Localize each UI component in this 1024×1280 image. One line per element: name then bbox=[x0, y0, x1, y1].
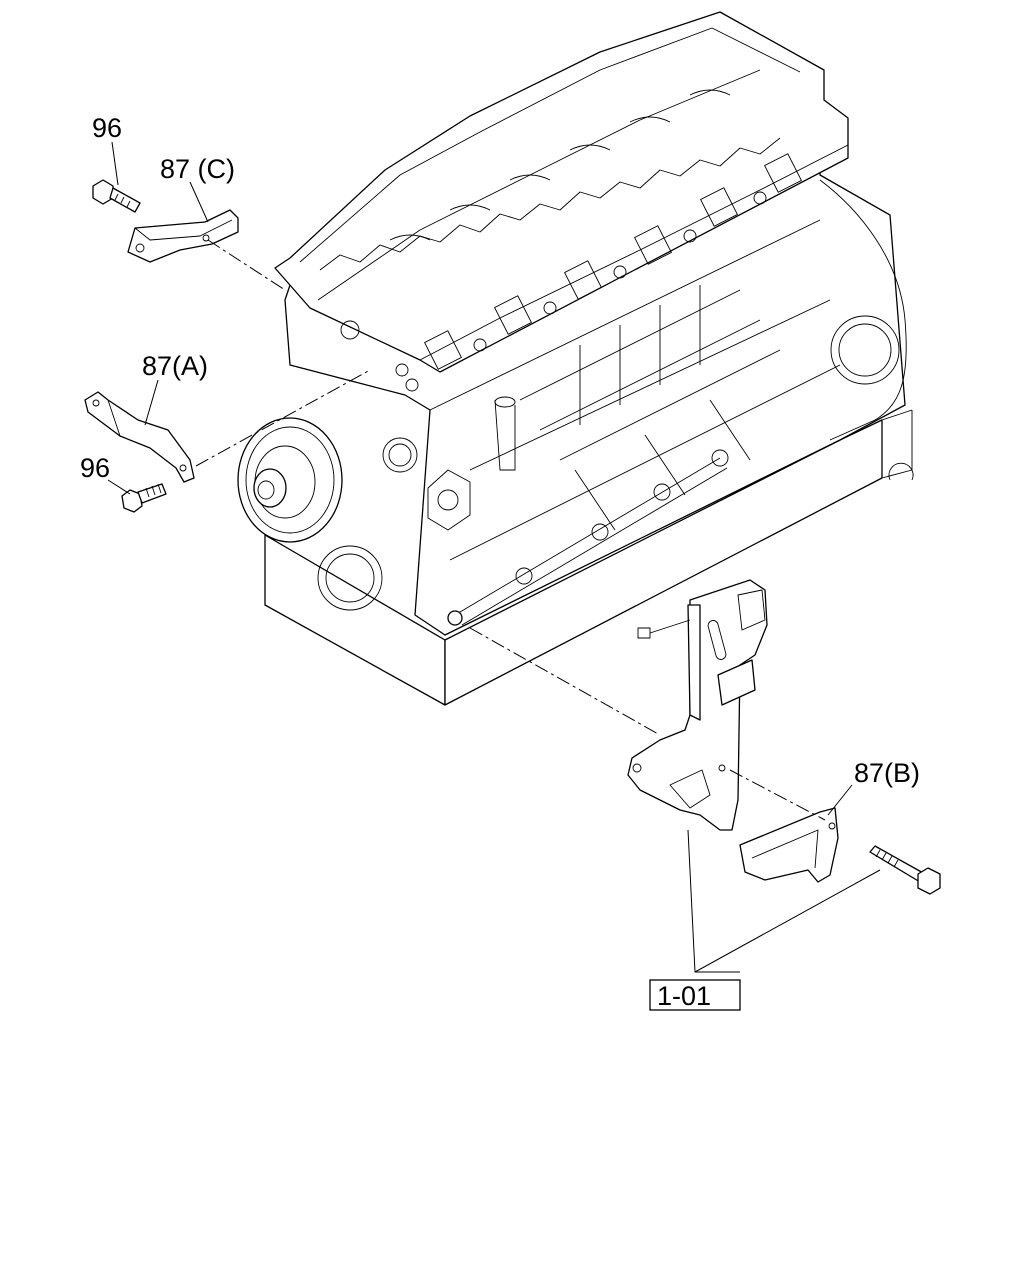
leader-87b-to-bracket bbox=[729, 769, 826, 821]
bolt-96-lower bbox=[121, 483, 167, 513]
bracket-87a bbox=[84, 391, 195, 483]
cylinder-head bbox=[274, 11, 849, 392]
main-bracket bbox=[469, 579, 768, 831]
reference-box-label: 1-01 bbox=[657, 981, 711, 1011]
callout-87a: 87(A) bbox=[142, 351, 208, 381]
leader-87c-to-head bbox=[207, 239, 286, 291]
bracket-87a-assembly bbox=[84, 369, 371, 513]
callout-87c: 87 (C) bbox=[160, 154, 235, 184]
reference-box bbox=[649, 979, 741, 1011]
crank-pulley bbox=[237, 417, 343, 543]
bolt-96-upper bbox=[92, 179, 141, 213]
callout-87b: 87(B) bbox=[854, 758, 920, 788]
bracket-87c-assembly bbox=[92, 179, 286, 291]
bracket-87b-assembly bbox=[729, 769, 941, 895]
leader-87a-to-block bbox=[195, 369, 371, 467]
block-details bbox=[317, 179, 914, 626]
bracket-87c bbox=[127, 209, 239, 263]
leader-bracket-to-block bbox=[469, 627, 661, 736]
callout-96-upper: 96 bbox=[92, 113, 122, 143]
engine-block bbox=[237, 11, 914, 706]
bolt-87b bbox=[869, 845, 941, 895]
callout-96-lower: 96 bbox=[80, 453, 110, 483]
callout-leaders bbox=[107, 141, 881, 973]
bracket-87b bbox=[739, 807, 839, 883]
oil-pan bbox=[264, 409, 913, 706]
